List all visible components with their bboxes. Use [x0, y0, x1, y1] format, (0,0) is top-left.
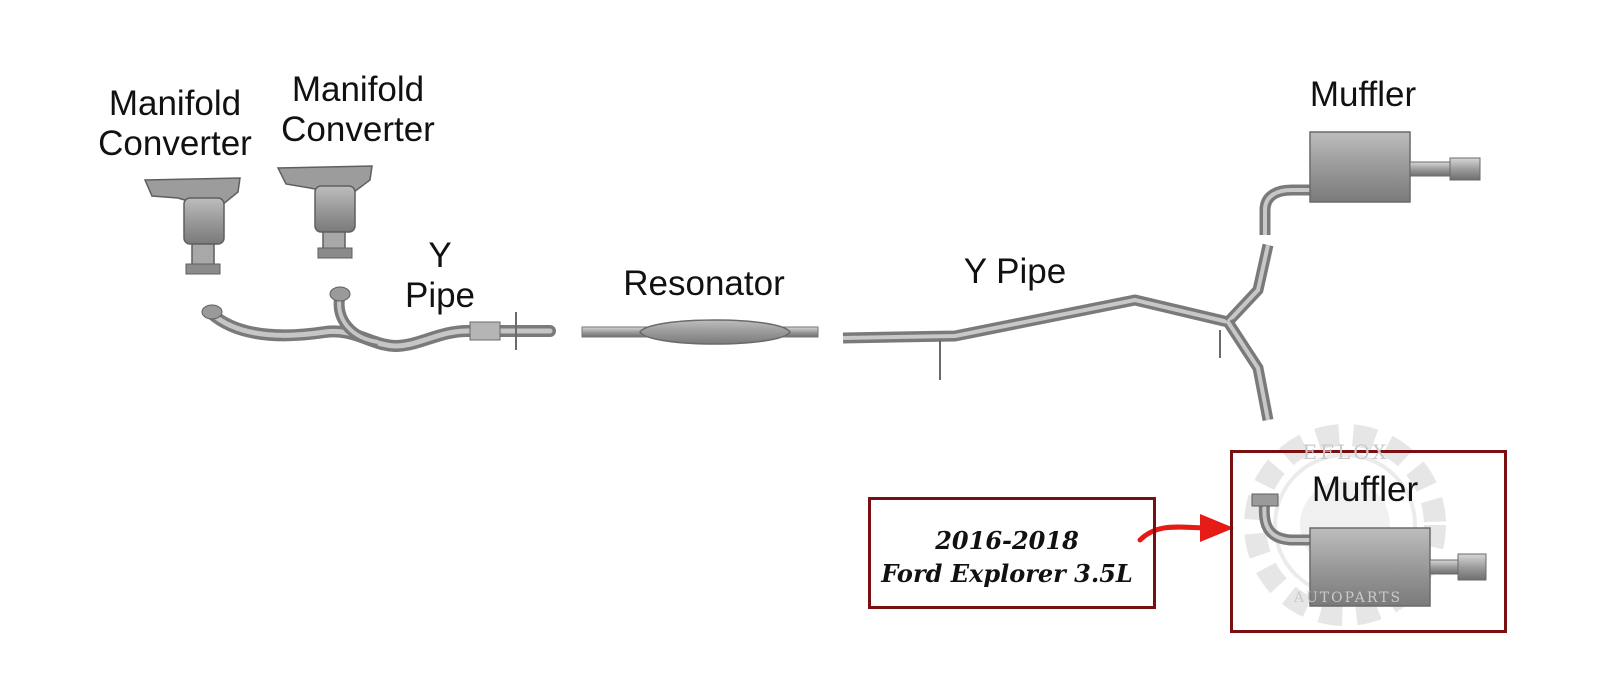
vehicle-info-box: [868, 497, 1156, 609]
rear-y-pipe: [842, 243, 1274, 422]
label-muffler-top: Muffler: [1309, 75, 1417, 114]
label-y-pipe-front: Y Pipe: [390, 236, 490, 316]
pointer-arrow: [1137, 514, 1234, 543]
vehicle-years: 2016-2018: [935, 526, 1079, 555]
muffler-highlight-box: [1230, 450, 1507, 633]
watermark-text-top: EFLOX: [1302, 440, 1390, 464]
watermark-text-bottom: AUTOPARTS: [1293, 590, 1403, 606]
vehicle-model: Ford Explorer 3.5L: [881, 559, 1133, 588]
label-manifold-converter-1: Manifold Converter: [95, 84, 255, 164]
front-y-pipe: [201, 286, 556, 353]
resonator-part: [581, 319, 819, 345]
label-y-pipe-rear: Y Pipe: [963, 252, 1067, 291]
muffler-top-part: [1259, 131, 1481, 235]
label-line: Manifold: [108, 84, 242, 123]
label-line: Converter: [281, 110, 435, 149]
label-resonator: Resonator: [623, 264, 785, 303]
label-line: Manifold: [291, 70, 425, 109]
label-manifold-converter-2: Manifold Converter: [278, 70, 438, 150]
label-line: Y: [428, 236, 452, 275]
label-line: Pipe: [404, 276, 476, 315]
manifold-converter-2: [276, 165, 373, 259]
manifold-converter-1: [143, 177, 241, 275]
muffler-highlight-part: [1251, 493, 1487, 607]
vehicle-info: 2016-2018 Ford Explorer 3.5L: [868, 524, 1146, 590]
label-line: Converter: [98, 124, 252, 163]
label-muffler-highlight: Muffler: [1311, 470, 1419, 509]
